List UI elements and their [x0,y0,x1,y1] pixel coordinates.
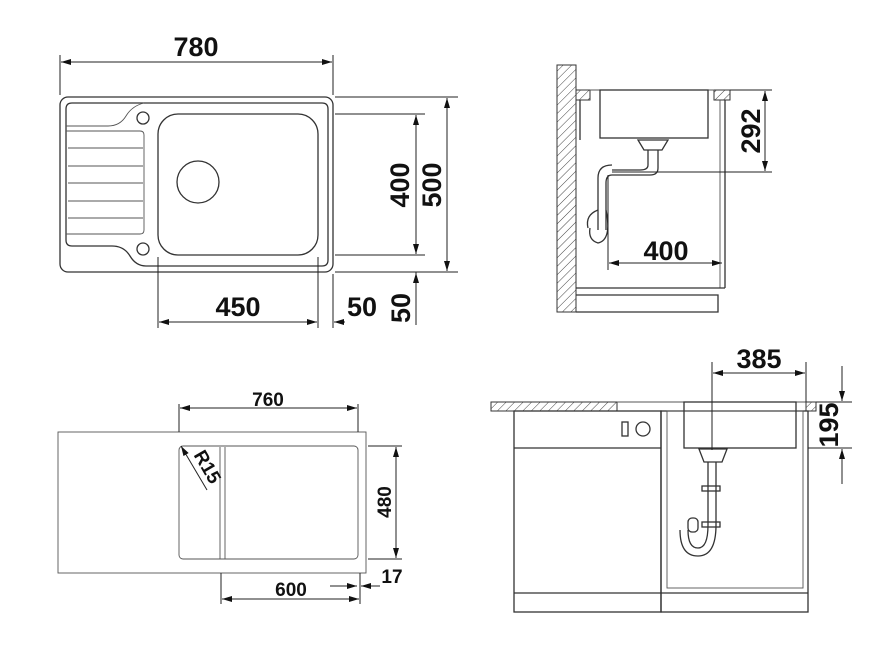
tap-hole [136,111,150,125]
front-view: 385 195 [490,344,852,613]
side-view: 292 400 [556,64,772,313]
sink-bowl-front [683,401,797,449]
top-view: 780 400 500 450 50 50 [59,32,458,328]
drain-fitting [698,448,728,463]
drain-fitting [636,139,670,151]
dim-cutout-width: 760 [252,390,284,411]
dim-overall-width: 780 [173,32,218,62]
dim-bowl-width: 450 [215,292,260,322]
bowl [157,113,319,256]
dishwasher-cabinet [513,410,662,613]
cutout-view: 760 R15 480 600 17 [57,390,403,604]
dim-bowl-depth: 195 [814,402,844,447]
dim-cutout-depth: 480 [375,486,396,518]
cabinet-door [666,410,804,589]
sink-bowl-side [599,89,709,139]
dim-rim: 17 [381,567,402,588]
plinth [576,294,719,313]
dim-bottom-margin: 50 [386,293,416,323]
dimension-lines [607,89,772,270]
drainer-edge-top [66,102,145,127]
dim-bowl-length: 400 [385,162,415,207]
cutout-outline [178,445,359,560]
wall [556,64,577,313]
dimension-lines [711,362,852,484]
countertop-right [805,401,817,412]
trap-pipe [597,164,613,230]
sink-outline [59,96,334,273]
dishwasher-knob-icon [635,421,651,437]
dim-bowl-width: 385 [736,344,781,374]
countertop-left [575,89,591,101]
dim-right-margin: 50 [347,292,377,322]
siphon [679,462,717,557]
countertop-outline [57,431,367,574]
dim-height: 292 [736,108,766,153]
overflow-hole [136,242,150,256]
drain-hole [176,160,220,204]
dimension-lines [59,55,458,328]
sink-cabinet [660,410,809,613]
dim-corner-radius: R15 [189,447,225,488]
dim-overall-depth: 500 [417,162,447,207]
drain-pipe [612,150,659,176]
drainer-ribs [66,130,145,235]
dim-wall-distance: 400 [643,236,688,266]
dimension-lines [178,404,402,604]
countertop-right [713,89,731,101]
countertop-left [490,401,618,412]
dim-bowl-offset: 600 [275,580,307,601]
dishwasher-button-icon [621,421,629,437]
sink-rim [65,102,329,267]
